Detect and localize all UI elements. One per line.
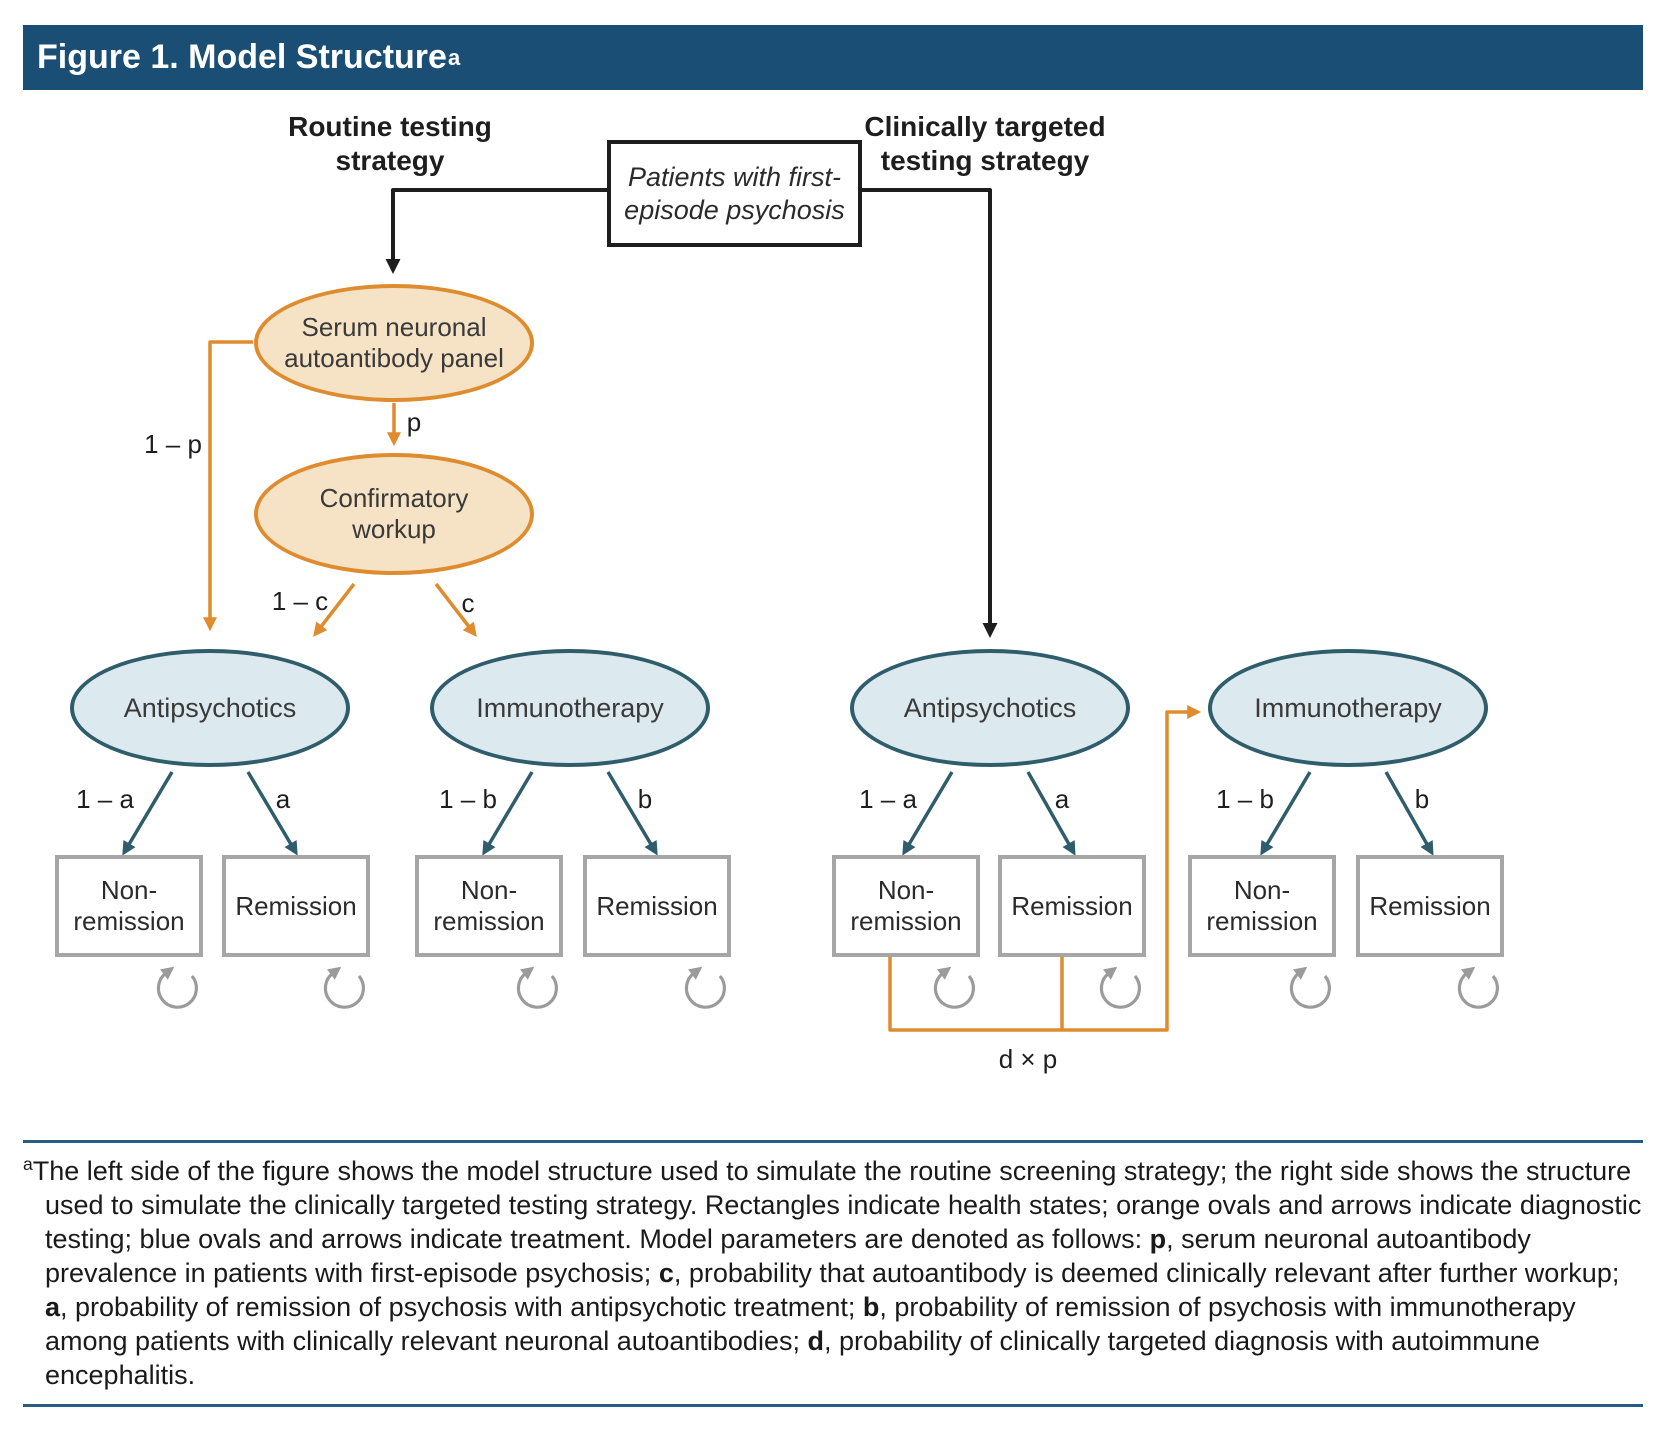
- state-box-non-remission: Non- remission: [832, 855, 980, 957]
- edge-label-one-minus-a: 1 – a: [76, 784, 134, 814]
- edge-label-a: a: [1054, 784, 1070, 814]
- self-loop-icon: [684, 966, 726, 1009]
- state-box-remission: Remission: [583, 855, 731, 957]
- divider-rule-bottom: [23, 1404, 1643, 1407]
- node-antipsychotics-left: Antipsychotics: [70, 649, 350, 767]
- state-box-remission: Remission: [998, 855, 1146, 957]
- edge-label-one-minus-b: 1 – b: [439, 784, 497, 814]
- state-box-remission: Remission: [222, 855, 370, 957]
- self-loop-icon: [323, 966, 365, 1009]
- self-loop-icon: [1099, 966, 1141, 1009]
- edge-label-a: a: [275, 784, 291, 814]
- figure-footnote: aThe left side of the figure shows the m…: [23, 1154, 1647, 1392]
- edge-label-one-minus-p: 1 – p: [144, 429, 202, 459]
- edge-label-p: p: [406, 407, 422, 437]
- node-serum-panel: Serum neuronal autoantibody panel: [254, 284, 534, 402]
- node-immunotherapy-left: Immunotherapy: [430, 649, 710, 767]
- self-loop-icon: [933, 966, 975, 1009]
- routine-strategy-arrow: [385, 188, 607, 274]
- divider-rule-top: [23, 1140, 1643, 1143]
- node-antipsychotics-right: Antipsychotics: [850, 649, 1130, 767]
- footnote-marker: a: [23, 1154, 33, 1174]
- footnote-text: The left side of the figure shows the mo…: [32, 1156, 1642, 1390]
- node-immunotherapy-right: Immunotherapy: [1208, 649, 1488, 767]
- self-loop-icon: [1457, 966, 1499, 1009]
- node-confirmatory-workup: Confirmatory workup: [254, 453, 534, 575]
- edge-label-one-minus-b: 1 – b: [1216, 784, 1274, 814]
- state-box-non-remission: Non- remission: [1188, 855, 1336, 957]
- self-loop-icon: [1289, 966, 1331, 1009]
- routine-strategy-label: Routine testing strategy: [288, 111, 492, 176]
- one-minus-p-arrow: [203, 340, 253, 632]
- edge-label-d-x-p: d × p: [998, 1044, 1058, 1074]
- state-box-non-remission: Non- remission: [55, 855, 203, 957]
- edge-label-b: b: [637, 784, 653, 814]
- edge-label-b: b: [1414, 784, 1430, 814]
- self-loop-icon: [516, 966, 558, 1009]
- targeted-strategy-label: Clinically targeted testing strategy: [864, 111, 1106, 176]
- root-node-patients: Patients with first- episode psychosis: [607, 140, 862, 247]
- edge-label-one-minus-c: 1 – c: [271, 586, 329, 616]
- self-loop-icon: [156, 966, 198, 1009]
- edge-label-c: c: [461, 588, 475, 618]
- state-box-non-remission: Non- remission: [415, 855, 563, 957]
- figure-title: Figure 1. Model Structure: [37, 38, 447, 76]
- targeted-strategy-arrow: [862, 188, 998, 638]
- edge-label-one-minus-a: 1 – a: [859, 784, 917, 814]
- state-box-remission: Remission: [1356, 855, 1504, 957]
